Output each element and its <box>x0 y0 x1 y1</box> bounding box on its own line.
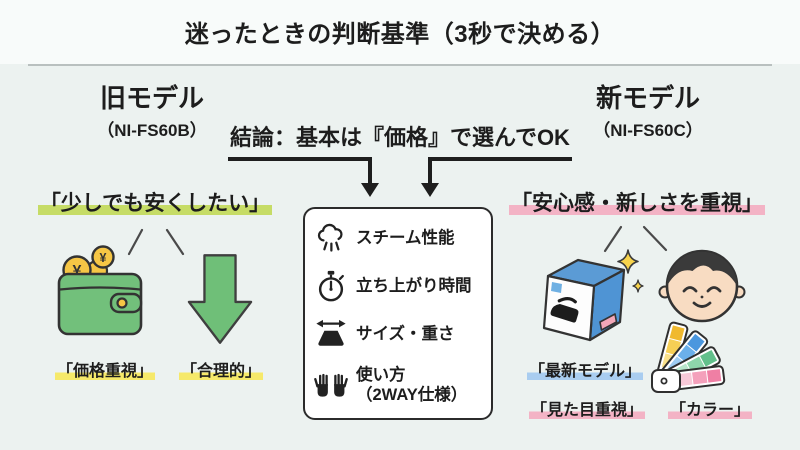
wallet-coins-icon: ¥ ¥ <box>56 244 148 342</box>
svg-text:¥: ¥ <box>73 263 82 280</box>
criteria-label-line: スチーム性能 <box>356 228 455 247</box>
old-model-name: 旧モデル <box>99 83 204 113</box>
criteria-label: 立ち上がり時間 <box>356 276 472 297</box>
tag-latest-model: 「最新モデル」 <box>520 357 650 381</box>
color-swatches-icon <box>648 312 762 396</box>
svg-text:¥: ¥ <box>100 251 107 265</box>
conclusion-text: 結論：基本は『価格』で選んでOK <box>230 125 570 150</box>
tag-text: 「価格重視」 <box>54 363 155 380</box>
hands-icon <box>314 368 348 402</box>
criteria-box: スチーム性能 立ち上がり時間 <box>303 207 493 420</box>
old-model-motive: 「少しでも安くしたい」 <box>10 187 300 217</box>
new-model-motive: 「安心感・新しさを重視」 <box>492 187 782 217</box>
criteria-row-startup: 立ち上がり時間 <box>314 269 482 303</box>
size-weight-icon <box>314 317 348 351</box>
tag-text: 「最新モデル」 <box>526 363 643 380</box>
new-model-name: 新モデル <box>595 83 700 113</box>
criteria-label: 使い方 （2WAY仕様） <box>356 365 467 406</box>
title-divider <box>28 64 772 66</box>
steam-icon <box>314 221 348 255</box>
new-model-code: （NI-FS60C） <box>593 120 703 140</box>
page-title: 迷ったときの判断基準（3秒で決める） <box>184 21 616 48</box>
smiling-face-icon <box>656 238 748 328</box>
criteria-label-line: サイズ・重さ <box>356 324 455 343</box>
new-model-box-icon <box>536 246 644 346</box>
tag-text: 「カラー」 <box>667 402 752 419</box>
stopwatch-icon <box>314 269 348 303</box>
criteria-label-line: 立ち上がり時間 <box>356 276 472 295</box>
new-model-motive-text: 「安心感・新しさを重視」 <box>509 192 765 215</box>
title-band <box>0 0 800 64</box>
tag-price-focus: 「価格重視」 <box>44 357 166 381</box>
criteria-row-steam: スチーム性能 <box>314 221 482 255</box>
criteria-row-usage: 使い方 （2WAY仕様） <box>314 365 482 406</box>
criteria-label: サイズ・重さ <box>356 324 455 345</box>
tag-color: 「カラー」 <box>660 396 760 420</box>
criteria-label-line: 使い方 <box>356 365 406 384</box>
criteria-row-size: サイズ・重さ <box>314 317 482 351</box>
tag-text: 「見た目重視」 <box>528 402 645 419</box>
tag-text: 「合理的」 <box>178 363 263 380</box>
criteria-label: スチーム性能 <box>356 228 455 249</box>
old-model-code: （NI-FS60B） <box>97 120 207 140</box>
down-arrow-icon <box>186 252 254 348</box>
old-model-header: 旧モデル （NI-FS60B） <box>52 84 252 141</box>
criteria-label-line: （2WAY仕様） <box>356 386 468 405</box>
tag-rational: 「合理的」 <box>168 357 274 381</box>
new-model-header: 新モデル （NI-FS60C） <box>548 84 748 141</box>
old-model-motive-text: 「少しでも安くしたい」 <box>37 192 273 215</box>
tag-appearance-focus: 「見た目重視」 <box>518 396 656 420</box>
